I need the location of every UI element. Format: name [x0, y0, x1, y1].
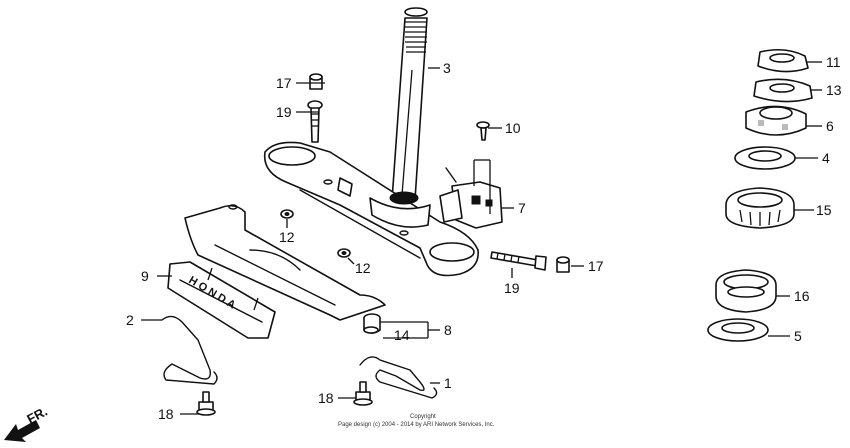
callout-14: 14 [394, 327, 410, 343]
callout-5: 5 [794, 328, 802, 344]
lock-nut-13 [753, 78, 813, 103]
bolt-19-top [307, 100, 323, 143]
callout-19-top: 19 [276, 104, 292, 120]
grommet-12-left [280, 209, 294, 219]
bolt-18-bottom-left [196, 391, 216, 416]
lower-cover [184, 204, 386, 321]
copyright-line-2: Page design (c) 2004 - 2014 by ARI Netwo… [338, 422, 495, 428]
callout-15: 15 [816, 202, 832, 218]
callout-3: 3 [443, 60, 451, 76]
adjusting-nut-6 [745, 105, 807, 136]
grommet-12-right [337, 248, 351, 258]
cable-clamp [439, 167, 503, 229]
callout-6: 6 [826, 118, 834, 134]
lower-bridge [263, 141, 479, 277]
callout-2: 2 [126, 312, 134, 328]
bolt-18-bottom-center [353, 381, 373, 406]
bearing-16 [715, 269, 777, 313]
callout-11: 11 [826, 54, 841, 70]
callout-18-left: 18 [158, 406, 174, 422]
callout-8: 8 [444, 322, 452, 338]
callout-7: 7 [518, 200, 526, 216]
callout-17-top: 17 [276, 75, 292, 91]
callout-4: 4 [822, 150, 830, 166]
callout-10: 10 [505, 120, 521, 136]
callout-1: 1 [444, 375, 452, 391]
screw-10 [476, 121, 490, 141]
callout-17-right: 17 [588, 258, 604, 274]
callout-19-right: 19 [504, 280, 520, 296]
callout-9: 9 [141, 268, 149, 284]
front-arrow-icon [4, 420, 40, 442]
bolt-19-right [490, 251, 547, 271]
nut-17-right [556, 256, 570, 273]
collar-14 [363, 313, 381, 334]
callout-13: 13 [826, 82, 842, 98]
copyright-line-1: Copyright [410, 414, 436, 420]
lock-washer-11 [757, 48, 809, 73]
ball-bearing-15 [725, 187, 795, 229]
callout-16: 16 [794, 288, 810, 304]
spring-clip-1 [359, 356, 438, 399]
leader-lines [141, 61, 822, 415]
nut-17-top [309, 73, 323, 90]
spring-clip-2 [161, 315, 218, 385]
callout-labels: 1 2 3 4 5 6 7 8 9 10 11 12 12 13 14 15 1… [126, 54, 842, 422]
front-direction-indicator: FR. [4, 404, 50, 442]
callout-18-center: 18 [318, 390, 334, 406]
copyright-notice: Copyright Page design (c) 2004 - 2014 by… [338, 414, 495, 428]
bearing-race-4 [734, 146, 796, 170]
steering-stem [391, 7, 428, 201]
callout-12-left: 12 [279, 229, 295, 245]
front-label: FR. [24, 404, 50, 427]
bearing-race-5 [707, 318, 769, 342]
callout-12-right: 12 [355, 260, 371, 276]
